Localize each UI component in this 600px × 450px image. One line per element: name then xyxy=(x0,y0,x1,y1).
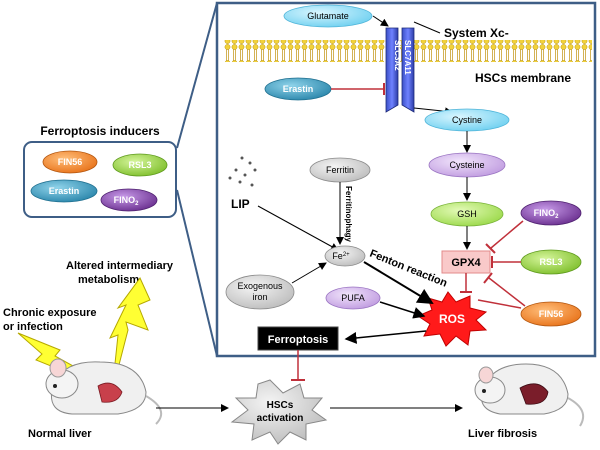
svg-text:FINO2: FINO2 xyxy=(114,195,140,207)
svg-text:Erastin: Erastin xyxy=(49,186,80,196)
normal-liver-label: Normal liver xyxy=(28,428,92,440)
gpx4-node: GPX4 xyxy=(441,250,491,274)
svg-text:Exogenous: Exogenous xyxy=(237,281,283,291)
svg-text:FIN56: FIN56 xyxy=(539,309,564,319)
rsl3-node-panel: RSL3 xyxy=(520,249,582,275)
chronic-exposure-label: Chronic exposure or infection xyxy=(3,307,100,333)
exogenous-iron-node: Exogenous iron xyxy=(225,274,295,310)
svg-text:GSH: GSH xyxy=(457,209,477,219)
hscs-activation-node: HSCs activation xyxy=(230,379,328,445)
lightning-bolt-icon xyxy=(109,277,151,393)
cysteine-node: Cysteine xyxy=(428,152,506,178)
svg-text:GPX4: GPX4 xyxy=(451,257,481,269)
svg-text:FINO2: FINO2 xyxy=(534,208,560,220)
svg-text:Cystine: Cystine xyxy=(452,115,482,125)
inducers-title: Ferroptosis inducers xyxy=(40,124,160,138)
svg-text:PUFA: PUFA xyxy=(341,293,365,303)
svg-text:HSCs: HSCs xyxy=(267,400,294,411)
fe2-node: Fe2+ xyxy=(324,245,366,267)
fin56-node: FIN56 xyxy=(42,150,98,174)
gsh-node: GSH xyxy=(430,201,504,227)
svg-text:ROS: ROS xyxy=(439,312,465,326)
svg-text:Ferritin: Ferritin xyxy=(326,165,354,175)
fin56-node-panel: FIN56 xyxy=(520,301,582,327)
system-xc-label: System Xc- xyxy=(444,26,509,40)
ros-node: ROS xyxy=(416,291,488,347)
hscs-membrane-label: HSCs membrane xyxy=(475,71,571,85)
svg-text:SLC3A2: SLC3A2 xyxy=(393,40,402,71)
fino2-node: FINO2 xyxy=(100,188,158,212)
erastin-node-panel: Erastin xyxy=(264,77,332,101)
erastin-node: Erastin xyxy=(30,179,98,203)
fino2-node-panel: FINO2 xyxy=(520,200,582,226)
liver-fibrosis-mouse-icon xyxy=(474,363,584,427)
svg-text:RSL3: RSL3 xyxy=(539,257,562,267)
rsl3-node: RSL3 xyxy=(112,153,168,177)
svg-text:RSL3: RSL3 xyxy=(128,160,151,170)
normal-liver-mouse-icon xyxy=(45,358,163,425)
svg-text:Erastin: Erastin xyxy=(283,84,314,94)
altered-metabolism-label: Altered intermediary metabolism xyxy=(66,260,176,286)
svg-text:Ferroptosis: Ferroptosis xyxy=(268,334,329,346)
cystine-node: Cystine xyxy=(424,108,510,132)
svg-text:Fe2+: Fe2+ xyxy=(332,251,350,261)
svg-text:SLC7A11: SLC7A11 xyxy=(403,40,412,75)
liver-fibrosis-label: Liver fibrosis xyxy=(468,428,537,440)
ferritin-node: Ferritin xyxy=(309,157,371,183)
ferroptosis-node: Ferroptosis xyxy=(257,326,339,351)
pufa-node: PUFA xyxy=(325,286,381,310)
svg-text:iron: iron xyxy=(252,292,267,302)
svg-text:activation: activation xyxy=(257,413,304,424)
svg-text:FIN56: FIN56 xyxy=(58,157,83,167)
system-xc-transporter: SLC3A2 SLC7A11 xyxy=(385,27,415,113)
lip-label: LIP xyxy=(231,197,250,211)
lip-dots xyxy=(228,156,257,187)
glutamate-node: Glutamate xyxy=(283,4,373,28)
ferritinophagy-label: Ferritinophagy xyxy=(344,186,353,243)
svg-text:Glutamate: Glutamate xyxy=(307,11,349,21)
svg-text:Cysteine: Cysteine xyxy=(449,160,484,170)
